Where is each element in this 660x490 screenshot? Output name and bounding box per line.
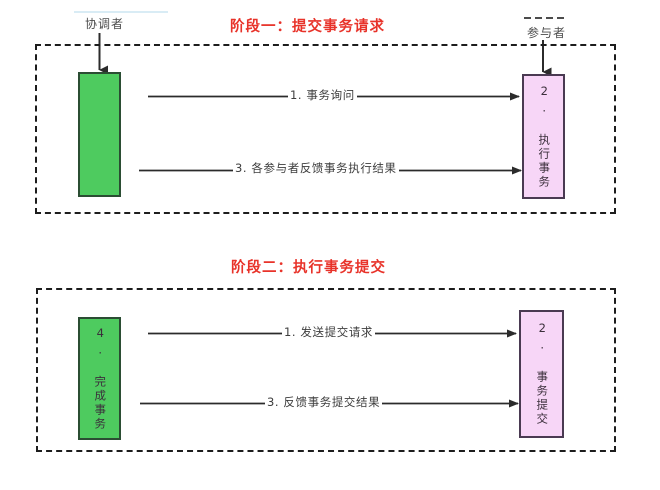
phase-1-message-1-label: 1. 事务询问 xyxy=(288,87,357,103)
phase-2-title: 阶段二：执行事务提交 xyxy=(231,260,386,276)
phase-2-participant-lane: 2. 事务提交 xyxy=(519,310,564,438)
phase-1-frame xyxy=(35,44,616,214)
coordinator-caption: 协调者 xyxy=(85,17,125,31)
phase-2-coordinator-lane: 4. 完成事务 xyxy=(78,317,121,440)
participant-caption: 参与者 xyxy=(527,26,567,40)
phase-2-message-1-label: 1. 发送提交请求 xyxy=(282,324,376,340)
phase-2-frame xyxy=(36,288,616,452)
phase-1-title: 阶段一：提交事务请求 xyxy=(230,19,385,35)
phase-2-coordinator-lane-label: 4. 完成事务 xyxy=(93,325,108,432)
phase-1-message-3-label: 3. 各参与者反馈事务执行结果 xyxy=(233,160,399,176)
phase-2-message-3-label: 3. 反馈事务提交结果 xyxy=(265,394,383,410)
phase-1-coordinator-lane xyxy=(78,72,121,197)
phase-1-participant-lane: 2. 执行事务 xyxy=(522,74,565,199)
phase-2-participant-lane-label: 2. 事务提交 xyxy=(535,321,550,427)
phase-1-participant-lane-label: 2. 执行事务 xyxy=(537,83,552,190)
